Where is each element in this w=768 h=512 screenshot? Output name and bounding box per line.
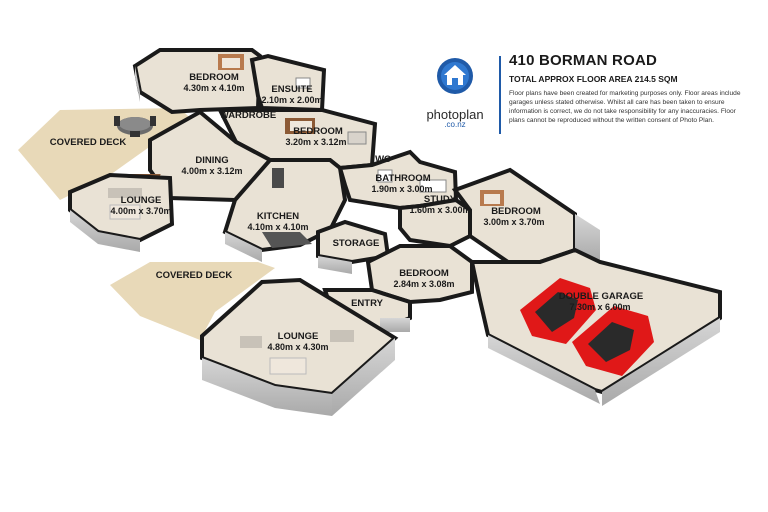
room-lounge-2 xyxy=(200,277,399,416)
lounge-2-dims: 4.80m x 4.30m xyxy=(267,342,328,352)
bedroom-2-label: BEDROOM xyxy=(293,126,343,137)
lounge-1-label: LOUNGE xyxy=(121,195,162,206)
lounge-1-dims: 4.00m x 3.70m xyxy=(110,206,171,216)
plan-header: photoplan .co.nz 410 BORMAN ROAD TOTAL A… xyxy=(400,44,752,134)
room-bathroom xyxy=(337,149,459,211)
car-icon xyxy=(572,306,654,376)
ensuite-dims: 2.10m x 2.00m xyxy=(261,95,322,105)
dining-label: DINING xyxy=(195,155,228,166)
room-storage xyxy=(316,219,391,274)
kitchen-label: KITCHEN xyxy=(257,211,299,222)
room-double-garage xyxy=(469,247,722,406)
room-bedroom-3 xyxy=(451,167,600,264)
header-info: 410 BORMAN ROAD TOTAL APPROX FLOOR AREA … xyxy=(509,52,749,125)
house-icon xyxy=(437,58,473,94)
room-kitchen xyxy=(222,158,348,262)
double-garage-dims: 7.30m x 6.00m xyxy=(569,302,630,312)
bedroom-1-dims: 4.30m x 4.10m xyxy=(183,83,244,93)
dining-dims: 4.00m x 3.12m xyxy=(181,166,242,176)
lounge-2-label: LOUNGE xyxy=(278,331,319,342)
double-garage-label: DOUBLE GARAGE xyxy=(559,291,643,302)
brand-name: photoplan xyxy=(426,107,484,122)
brand-domain: .co.nz xyxy=(444,120,466,129)
bedroom-2-dims: 3.20m x 3.12m xyxy=(285,137,346,147)
entry-label: ENTRY xyxy=(351,298,384,309)
wc-label: WC xyxy=(375,154,391,165)
covered-deck-2-label: COVERED DECK xyxy=(156,270,233,281)
bedroom-4-dims: 2.84m x 3.08m xyxy=(393,279,454,289)
study-label: STUDY xyxy=(424,194,457,205)
bedroom-1-label: BEDROOM xyxy=(189,72,239,83)
bathroom-dims: 1.90m x 3.00m xyxy=(371,184,432,194)
wardrobe-label: WARDROBE xyxy=(220,110,276,121)
deck-table-icon xyxy=(114,116,156,137)
property-address: 410 BORMAN ROAD xyxy=(509,52,658,69)
ensuite-label: ENSUITE xyxy=(271,84,312,95)
bedroom-4-label: BEDROOM xyxy=(399,268,449,279)
kitchen-dims: 4.10m x 4.10m xyxy=(247,222,308,232)
floor-area: TOTAL APPROX FLOOR AREA 214.5 SQM xyxy=(509,74,678,84)
disclaimer: Floor plans have been created for market… xyxy=(509,90,741,124)
bedroom-3-dims: 3.00m x 3.70m xyxy=(483,217,544,227)
room-bedroom-1 xyxy=(132,48,263,115)
covered-deck-middle xyxy=(110,262,275,340)
car-icon xyxy=(520,278,596,344)
bedroom-3-label: BEDROOM xyxy=(491,206,541,217)
study-dims: 1.60m x 3.00m xyxy=(409,205,470,215)
room-lounge-1 xyxy=(68,172,175,252)
header-divider xyxy=(499,56,501,134)
storage-label: STORAGE xyxy=(333,238,380,249)
covered-deck-1-label: COVERED DECK xyxy=(50,137,127,148)
bathroom-label: BATHROOM xyxy=(375,173,430,184)
photoplan-logo: photoplan .co.nz xyxy=(414,56,496,129)
